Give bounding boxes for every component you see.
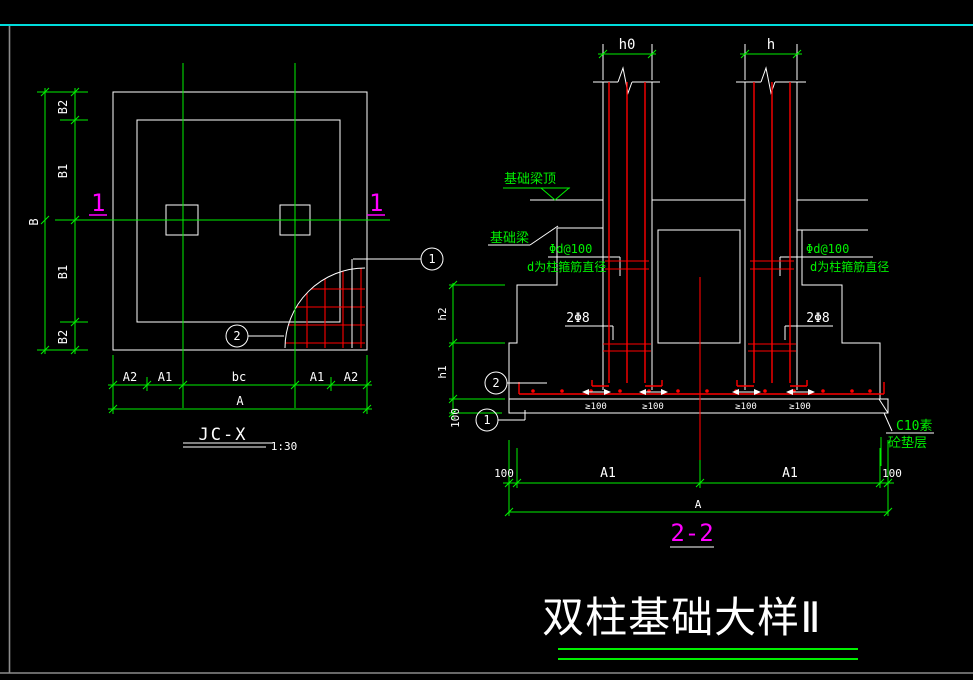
detail-bubble-2-section-label: 2 bbox=[492, 376, 499, 390]
dim-label-b2-bottom: B2 bbox=[56, 330, 70, 344]
plan-detail-bubbles: 1 2 bbox=[225, 247, 444, 348]
stirrup-callout-right: Φd@100 d为柱箍筋直径 bbox=[779, 242, 889, 276]
anchor-note-2: ≥100 bbox=[642, 402, 664, 412]
plan-dim-bottom: A2 A1 bc A1 A2 A bbox=[108, 355, 372, 414]
sidebar-callout-left: 2Φ8 bbox=[565, 311, 614, 340]
drawing-title-text: 双柱基础大样Ⅱ bbox=[542, 593, 822, 642]
stirrup-note2-left: d为柱箍筋直径 bbox=[527, 259, 606, 274]
detail-bubble-1 bbox=[420, 247, 444, 271]
section-mark-1-right: 1 bbox=[369, 189, 383, 217]
cushion-note-2: 砼垫层 bbox=[888, 435, 927, 451]
plan-rebar-hatch bbox=[284, 259, 366, 349]
beam-callout: 基础梁 bbox=[488, 225, 559, 246]
section-detail-bubbles: 2 1 bbox=[475, 371, 547, 432]
footing-step-left bbox=[508, 228, 558, 399]
level-triangle-icon bbox=[539, 187, 571, 201]
dim-label-b1-bottom: B1 bbox=[56, 265, 70, 279]
plan-dim-left: B2 B1 B1 B2 B bbox=[27, 87, 88, 355]
anchor-note-4: ≥100 bbox=[789, 402, 811, 412]
dim-label-100-left: 100 bbox=[449, 408, 462, 428]
dim-label-a2-right: A2 bbox=[344, 370, 358, 384]
side-bar-note-right: 2Φ8 bbox=[806, 311, 829, 326]
break-arc bbox=[284, 267, 366, 349]
dim-label-a1-br: A1 bbox=[782, 466, 798, 481]
plan-title-text: JC-X bbox=[199, 425, 248, 445]
drawing-frame bbox=[0, 24, 973, 674]
anchorage-dims: ≥100 ≥100 ≥100 ≥100 bbox=[582, 389, 815, 412]
section-dim-left: h2 h1 100 bbox=[436, 280, 505, 428]
level-mark: 基础梁顶 bbox=[503, 172, 571, 201]
detail-bubble-2-label: 2 bbox=[233, 329, 240, 343]
dim-label-b-overall: B bbox=[27, 218, 41, 225]
dim-label-bc: bc bbox=[232, 370, 246, 384]
break-symbol-left bbox=[593, 66, 660, 95]
plan-section-marks: 1 1 bbox=[89, 189, 385, 217]
dim-label-b1-top: B1 bbox=[56, 164, 70, 178]
section-structure bbox=[508, 199, 889, 414]
plan-footing-outline bbox=[112, 91, 368, 351]
stirrup-note2-right: d为柱箍筋直径 bbox=[810, 259, 889, 274]
detail-bubble-1-label: 1 bbox=[428, 252, 435, 266]
dim-label-a1-bl: A1 bbox=[600, 466, 616, 481]
section-dim-bottom: 100 A1 A1 100 A bbox=[494, 440, 902, 517]
beam-between-columns bbox=[657, 229, 741, 344]
sidebar-callout-right: 2Φ8 bbox=[784, 311, 833, 340]
beam-top-note: 基础梁顶 bbox=[504, 172, 556, 187]
dim-label-100-bl: 100 bbox=[494, 467, 514, 480]
section-columns bbox=[593, 66, 806, 390]
anchor-note-1: ≥100 bbox=[585, 402, 607, 412]
stirrup-note-left: Φd@100 bbox=[549, 242, 592, 256]
dim-label-100-br: 100 bbox=[882, 467, 902, 480]
detail-bubble-2 bbox=[225, 324, 249, 348]
section-title-text: 2-2 bbox=[670, 519, 713, 547]
dim-label-h0: h0 bbox=[619, 37, 636, 53]
stirrup-callout-left: Φd@100 d为柱箍筋直径 bbox=[527, 242, 621, 276]
anchor-note-3: ≥100 bbox=[735, 402, 757, 412]
dim-label-h1: h1 bbox=[436, 365, 449, 378]
break-symbol-right bbox=[736, 66, 806, 95]
dim-label-a1-left: A1 bbox=[158, 370, 172, 384]
cushion-callout: C10素 砼垫层 bbox=[880, 412, 934, 466]
dim-label-b2-top: B2 bbox=[56, 100, 70, 114]
dim-label-a2-left: A2 bbox=[123, 370, 137, 384]
section-dim-top: h0 h bbox=[598, 37, 802, 80]
section-rebar bbox=[518, 82, 885, 460]
side-bar-note-left: 2Φ8 bbox=[566, 311, 589, 326]
dim-label-a-overall-section: A bbox=[695, 498, 702, 511]
detail-bubble-1-section-label: 1 bbox=[483, 413, 490, 427]
dim-label-a-overall: A bbox=[236, 394, 244, 408]
section-mark-1-left: 1 bbox=[91, 189, 105, 217]
section-view: h0 h 基础梁顶 基础梁 Φd@1 bbox=[436, 37, 934, 548]
drawing-title: 双柱基础大样Ⅱ bbox=[542, 593, 858, 660]
footing-step-right bbox=[801, 230, 881, 399]
plan-axis-lines bbox=[55, 63, 390, 408]
dim-label-h2: h2 bbox=[436, 307, 449, 320]
section-title: 2-2 bbox=[670, 519, 714, 548]
dim-label-h: h bbox=[767, 37, 775, 53]
plan-title: JC-X 1:30 bbox=[183, 425, 297, 453]
dim-label-a1-right: A1 bbox=[310, 370, 324, 384]
cushion-slab bbox=[508, 398, 889, 414]
stirrup-note-right: Φd@100 bbox=[806, 242, 849, 256]
cushion-note-1: C10素 bbox=[896, 419, 932, 434]
beam-note: 基础梁 bbox=[490, 231, 529, 246]
plan-view: B2 B1 B1 B2 B A2 A1 bc A1 A2 A 1 bbox=[27, 63, 444, 453]
plan-scale: 1:30 bbox=[271, 440, 298, 453]
